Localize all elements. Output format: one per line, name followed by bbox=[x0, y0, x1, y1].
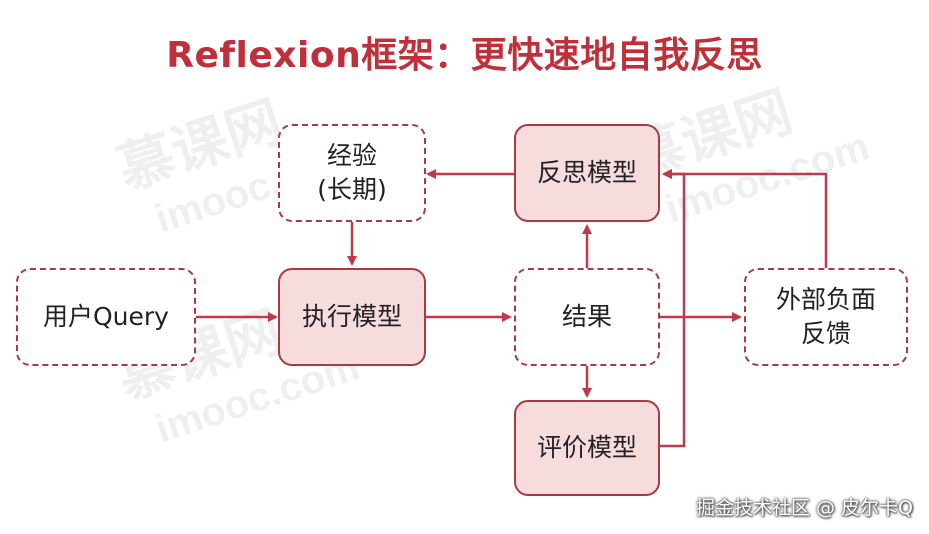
page-title: Reflexion框架：更快速地自我反思 bbox=[166, 35, 763, 76]
credit-text: 掘金技术社区 @ 皮尔卡Q bbox=[695, 497, 913, 519]
node-user-query: 用户Query bbox=[16, 268, 196, 366]
node-user-query-label: 用户Query bbox=[43, 302, 169, 332]
node-evaluation-model-label: 评价模型 bbox=[536, 433, 637, 463]
node-execution-model: 执行模型 bbox=[278, 268, 426, 366]
node-reflection-model: 反思模型 bbox=[514, 124, 660, 222]
node-external-feedback: 外部负面 反馈 bbox=[744, 268, 908, 366]
node-external-feedback-label-1: 外部负面 bbox=[775, 285, 876, 315]
arrow-feedback-to-reflection bbox=[662, 169, 828, 268]
node-evaluation-model: 评价模型 bbox=[514, 400, 660, 496]
node-experience: 经验 (长期) bbox=[278, 124, 426, 222]
node-result-label: 结果 bbox=[561, 302, 612, 332]
node-experience-label-2: (长期) bbox=[317, 175, 387, 204]
node-experience-label-1: 经验 bbox=[326, 141, 377, 171]
node-result: 结果 bbox=[514, 268, 660, 366]
node-reflection-model-label: 反思模型 bbox=[536, 158, 637, 188]
node-execution-model-label: 执行模型 bbox=[301, 302, 402, 332]
node-external-feedback-label-2: 反馈 bbox=[800, 319, 851, 348]
arrow-evaluation-to-reflection bbox=[660, 169, 686, 448]
